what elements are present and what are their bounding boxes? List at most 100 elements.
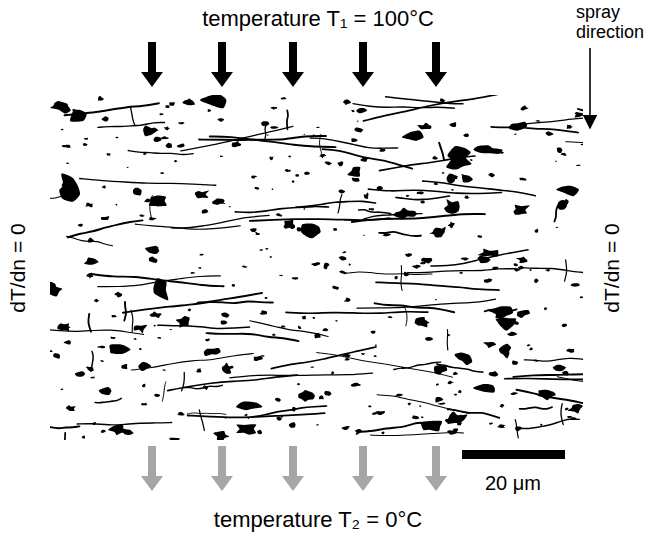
crack (505, 378, 583, 381)
pore (516, 257, 527, 263)
crack (447, 329, 449, 350)
pore (115, 204, 117, 206)
crack (319, 134, 322, 157)
pore (335, 320, 338, 322)
pore (417, 191, 425, 194)
pore (571, 283, 580, 286)
pore (101, 430, 106, 433)
heat-arrow (425, 446, 447, 491)
pore (448, 222, 455, 229)
pore (166, 143, 173, 148)
pore (169, 329, 172, 331)
pore (412, 265, 421, 269)
heat-arrow (211, 446, 233, 491)
pore (351, 138, 357, 142)
pore (75, 371, 85, 376)
pore (527, 344, 531, 346)
crack (338, 195, 342, 213)
pore (406, 195, 410, 197)
crack (50, 329, 143, 334)
pore (64, 340, 72, 344)
pore (255, 233, 259, 235)
pore (462, 175, 473, 182)
pore (496, 318, 508, 325)
crack (310, 138, 398, 148)
crack (198, 302, 273, 304)
crack (88, 314, 91, 332)
crack (182, 373, 185, 391)
pore (455, 353, 473, 366)
pore (342, 251, 346, 253)
crack (520, 407, 552, 409)
pore (160, 172, 164, 174)
pore (254, 187, 259, 190)
pore (87, 238, 93, 243)
pore (298, 390, 315, 402)
axis-label: temperature T₂ = 0°C (214, 507, 422, 532)
crack (448, 409, 500, 418)
heat-arrow (211, 42, 233, 87)
pore (473, 384, 495, 393)
pore (204, 348, 221, 356)
pore (375, 344, 377, 346)
crack (98, 276, 221, 287)
pore (276, 213, 282, 216)
pore (200, 95, 227, 108)
crack (65, 103, 159, 115)
pore (143, 153, 147, 155)
pore (324, 391, 331, 396)
pore (461, 257, 469, 260)
pore (369, 208, 374, 210)
pore (154, 394, 160, 397)
pore (267, 134, 269, 135)
crack (95, 398, 121, 402)
crack (66, 236, 112, 246)
crack (265, 125, 266, 140)
pore (165, 105, 169, 108)
crack (322, 149, 412, 168)
pore (303, 208, 305, 209)
pore (489, 423, 493, 425)
pore (566, 349, 574, 353)
pore (115, 292, 123, 298)
pore (269, 156, 274, 160)
pore (133, 188, 142, 196)
pore (536, 120, 540, 122)
crack (187, 413, 226, 414)
crack (437, 364, 483, 372)
pore (512, 360, 518, 364)
pore (198, 267, 201, 269)
pore (568, 404, 583, 414)
pore (311, 262, 320, 266)
pore (200, 254, 204, 256)
crack (375, 303, 455, 312)
crack (364, 95, 499, 121)
pore (285, 169, 291, 172)
pore (143, 125, 157, 136)
crack (250, 321, 328, 337)
pore (463, 134, 469, 137)
pore (157, 337, 161, 339)
pore (101, 185, 105, 188)
crack (184, 385, 222, 388)
pore (555, 227, 558, 228)
pore (257, 430, 262, 434)
crack (135, 224, 240, 229)
pore (149, 257, 158, 263)
crack (271, 347, 376, 369)
pore (205, 339, 210, 342)
pore (53, 353, 60, 359)
heat-arrow (425, 42, 447, 87)
pore (265, 248, 268, 250)
crack (207, 333, 299, 341)
pore (344, 298, 351, 302)
crack (519, 419, 579, 429)
crack (128, 150, 193, 154)
pore (236, 402, 262, 411)
pore (435, 299, 437, 300)
crack (386, 97, 463, 104)
pore (98, 96, 104, 101)
heat-arrow (282, 446, 304, 491)
crack (581, 137, 583, 145)
pore (281, 97, 287, 99)
